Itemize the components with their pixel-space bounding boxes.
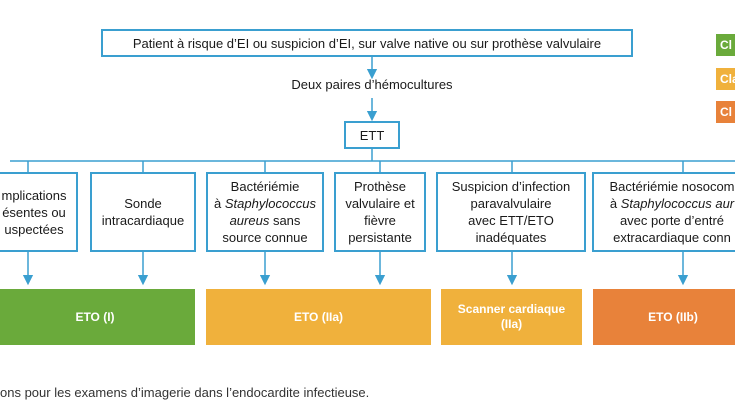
- box-text-line: ETO (I): [75, 309, 115, 324]
- box-text-line: extracardiaque conn: [613, 230, 731, 245]
- box-text-line: Bactériémie nosocom: [609, 179, 735, 194]
- box-text-line: paravalvulaire: [470, 196, 552, 211]
- figure-caption: ons pour les examens d’imagerie dans l’e…: [0, 385, 370, 400]
- box-text-line: Bactériémie: [230, 179, 300, 194]
- branch-bacteriemie-nosocomiale: Bactériémie nosocom à Staphylococcus aur a…: [592, 172, 735, 252]
- box-text: Bactériémie nosocom à Staphylococcus aur a…: [610, 178, 735, 246]
- box-text: Sonde intracardiaque: [102, 195, 184, 229]
- blood-cultures-label: Deux paires d’hémocultures: [291, 77, 453, 92]
- box-text-line: (IIa): [500, 317, 523, 331]
- box-text-line: valvulaire et: [345, 196, 415, 211]
- box-text-line: mplications: [1, 187, 67, 203]
- branch-prothese: Prothèse valvulaire et fièvre persistante: [334, 172, 426, 252]
- result-scanner-cardiaque: Scanner cardiaque(IIa): [441, 289, 582, 345]
- box-text-line: Suspicion d’infection: [451, 179, 571, 194]
- box-text: ETO (IIb): [648, 310, 698, 325]
- box-text: Prothèse valvulaire et fièvre persistante: [345, 178, 414, 246]
- box-text: ETO (I): [75, 310, 114, 325]
- patient-box: Patient à risque d’EI ou suspicion d’EI,…: [101, 29, 633, 57]
- box-text-line: ETO (IIa): [293, 309, 344, 324]
- box-text-line: persistante: [348, 230, 412, 245]
- box-text-line: avec porte d’entré: [619, 213, 725, 228]
- box-text-line: Scanner cardiaque: [457, 302, 566, 316]
- box-text-line: source connue: [222, 230, 308, 245]
- box-text-line: fièvre: [364, 213, 396, 228]
- box-text-line: inadéquates: [475, 230, 547, 245]
- box-text: Bactériémie à Staphylococcus aureus sans so…: [214, 178, 316, 246]
- box-text: ETO (IIa): [294, 310, 343, 325]
- branch-sonde: Sonde intracardiaque: [90, 172, 196, 252]
- result-eto-i: ETO (I): [0, 289, 195, 345]
- box-text-line: Sonde: [124, 196, 162, 211]
- legend-class-i: Cl: [716, 34, 735, 56]
- branch-bacteriemie-sa: Bactériémie à Staphylococcus aureus sans so…: [206, 172, 324, 252]
- ett-box: ETT: [344, 121, 400, 149]
- box-text-line: Prothèse: [353, 179, 407, 194]
- box-text-line: intracardiaque: [101, 213, 185, 228]
- legend-class-iia: Cla: [716, 68, 735, 90]
- box-text-line: à Staphylococcus: [214, 196, 316, 211]
- box-text-line: avec ETT/ETO: [468, 213, 554, 228]
- box-text-line: ésentes ou: [2, 204, 66, 220]
- box-text-line: aureus sans: [229, 213, 301, 228]
- box-text-line: ETO (IIb): [648, 309, 698, 324]
- result-eto-iib: ETO (IIb): [593, 289, 735, 345]
- box-text-line: à Staphylococcus aur: [609, 196, 735, 211]
- legend-class-iib: Cl: [716, 101, 735, 123]
- box-text: Suspicion d’infection paravalvulaire avec …: [452, 178, 571, 246]
- branch-suspicion-paravalvulaire: Suspicion d’infection paravalvulaire avec …: [436, 172, 586, 252]
- box-text: Scanner cardiaque(IIa): [458, 302, 565, 332]
- box-text-line: uspectées: [4, 221, 64, 237]
- result-eto-iia: ETO (IIa): [206, 289, 431, 345]
